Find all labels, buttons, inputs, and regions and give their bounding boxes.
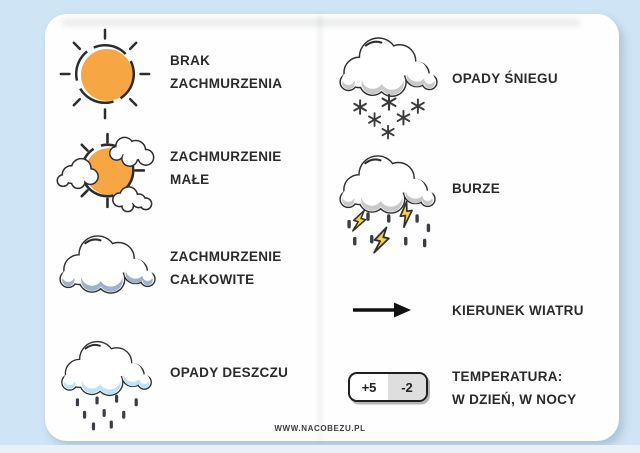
- website-url: WWW.NACOBEZU.PL: [274, 424, 366, 433]
- rain-cloud-icon: [61, 340, 152, 431]
- cloud-icon: [59, 235, 156, 294]
- label-line: ZACHMURZENIE: [170, 149, 282, 164]
- legend-label-temperature: TEMPERATURA: W DZIEŃ, W NOCY: [452, 365, 577, 411]
- photo-fold-line: [318, 14, 322, 441]
- background-bottom-strip: [0, 445, 640, 453]
- sun-behind-clouds-icon: [56, 132, 155, 213]
- legend-label-overcast: ZACHMURZENIE CAŁKOWITE: [170, 245, 282, 291]
- label-line: W DZIEŃ, W NOCY: [452, 392, 577, 407]
- label-line: CAŁKOWITE: [170, 272, 255, 287]
- label-line: MAŁE: [170, 172, 210, 187]
- label-line: TEMPERATURA:: [452, 369, 563, 384]
- legend-label-few-clouds: ZACHMURZENIE MAŁE: [170, 145, 282, 191]
- label-line: BRAK: [170, 53, 211, 68]
- label-line: KIERUNEK WIATRU: [452, 303, 584, 318]
- temperature-night-value: -2: [388, 374, 426, 400]
- legend-label-snow: OPADY ŚNIEGU: [452, 67, 558, 90]
- label-line: ZACHMURZENIA: [170, 76, 283, 91]
- legend-label-wind: KIERUNEK WIATRU: [452, 299, 584, 322]
- storm-cloud-icon: [339, 155, 436, 256]
- temperature-day-value: +5: [361, 379, 377, 395]
- label-line: BURZE: [452, 181, 500, 196]
- temperature-badge: +5 -2: [348, 372, 428, 402]
- legend-label-rain: OPADY DESZCZU: [170, 361, 288, 384]
- label-line: OPADY DESZCZU: [170, 365, 289, 380]
- legend-label-storm: BURZE: [452, 177, 500, 200]
- snow-cloud-icon: [339, 37, 438, 140]
- photo-artifact-band: [62, 19, 580, 26]
- legend-label-no-clouds: BRAK ZACHMURZENIA: [170, 49, 282, 95]
- wind-arrow-icon: [353, 302, 411, 318]
- label-line: OPADY ŚNIEGU: [452, 71, 558, 86]
- sun-icon: [59, 28, 151, 120]
- label-line: ZACHMURZENIE: [170, 249, 282, 264]
